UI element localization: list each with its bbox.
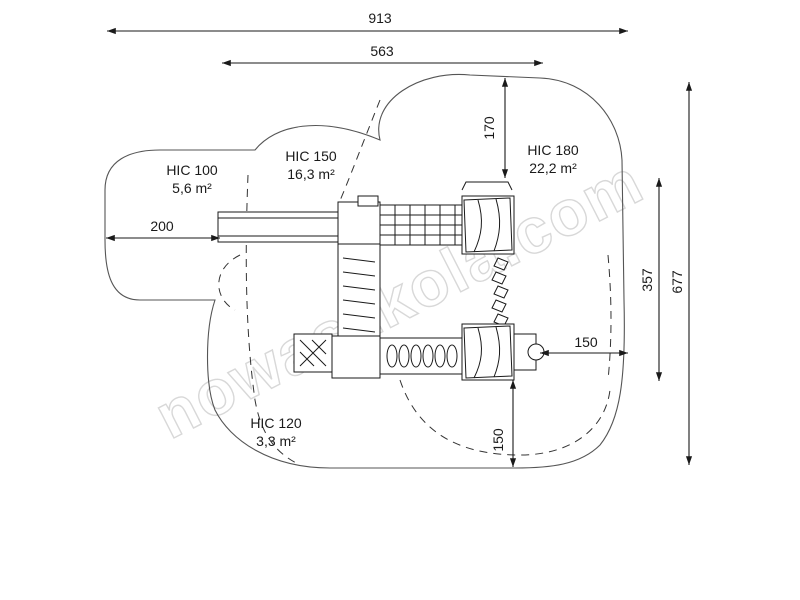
chain-bridge xyxy=(491,257,509,327)
zone-name: HIC 120 xyxy=(250,415,302,431)
zone-area: 16,3 m² xyxy=(287,166,335,182)
watermark-text: nowaszkola.com xyxy=(144,145,655,453)
dim-top-clearance: 170 xyxy=(481,116,497,140)
platform-top-right xyxy=(461,181,515,255)
vertical-bridge xyxy=(337,243,381,337)
zone-area: 5,6 m² xyxy=(172,180,212,196)
tower-top-left xyxy=(337,201,381,245)
safety-zone-outline xyxy=(104,73,625,469)
zone-area: 3,3 m² xyxy=(256,433,296,449)
zone-hic-100: HIC 100 5,6 m² xyxy=(166,162,218,196)
zone-name: HIC 150 xyxy=(285,148,337,164)
tower-bottom-left xyxy=(331,335,381,379)
zone-name: HIC 100 xyxy=(166,162,218,178)
dim-overall-width: 913 xyxy=(368,10,392,26)
slide xyxy=(217,211,339,243)
net-ladder xyxy=(293,333,333,373)
dim-bottom-clearance: 150 xyxy=(490,428,506,452)
zone-area: 22,2 m² xyxy=(529,160,577,176)
dim-overall-depth: 677 xyxy=(669,270,685,294)
platform-bottom-right xyxy=(461,323,545,381)
playground-structure xyxy=(217,181,545,381)
dim-right-clearance: 150 xyxy=(574,334,598,350)
zone-hic-150: HIC 150 16,3 m² xyxy=(285,148,337,182)
zone-name: HIC 180 xyxy=(527,142,579,158)
spiral-bridge xyxy=(379,337,463,375)
zone-hic-120: HIC 120 3,3 m² xyxy=(250,415,302,449)
zone-hic-180: HIC 180 22,2 m² xyxy=(527,142,579,176)
dim-structure-width: 563 xyxy=(370,43,394,59)
dim-left-clearance: 200 xyxy=(150,218,174,234)
dim-structure-depth: 357 xyxy=(639,268,655,292)
net-bridge-top xyxy=(379,204,463,246)
dimension-lines xyxy=(106,27,693,467)
